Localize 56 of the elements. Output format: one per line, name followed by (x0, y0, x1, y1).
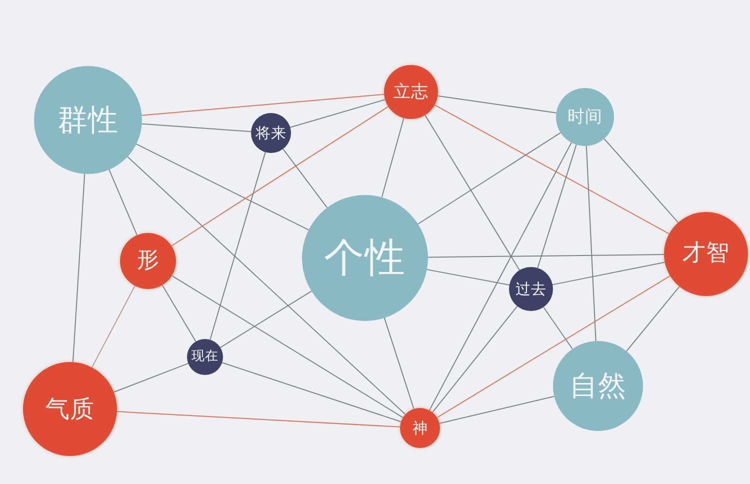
node-label: 时间 (568, 108, 602, 126)
node-label: 将来 (256, 124, 286, 142)
connector-line (171, 275, 404, 418)
connector-line (141, 123, 252, 132)
connector-line (162, 284, 196, 342)
node-label: 神 (412, 420, 428, 436)
connector-line (220, 290, 312, 348)
topic-circle (400, 408, 440, 448)
node-label: 立志 (394, 82, 428, 102)
connector-line (384, 317, 414, 410)
node-label: 自然 (569, 370, 627, 402)
connector-line (116, 411, 401, 428)
connector-line (537, 144, 577, 268)
connector-line (438, 396, 555, 424)
node-label: 现在 (192, 350, 218, 364)
connector-line (108, 169, 138, 236)
topic-circle (556, 88, 614, 146)
connector-line (437, 95, 557, 114)
node-label: 形 (136, 248, 160, 274)
connector-line (141, 94, 385, 116)
connector-line (282, 148, 328, 208)
topic-circle (120, 233, 176, 289)
topic-circle (664, 212, 748, 296)
connector-line (91, 285, 136, 368)
topic-circle (23, 362, 117, 456)
connector-line (381, 118, 404, 198)
connector-line (626, 286, 680, 352)
connector-line (424, 114, 520, 271)
connector-line (434, 104, 670, 234)
connector-line (210, 152, 266, 340)
topic-circle (509, 267, 553, 311)
connector-line (604, 138, 679, 224)
topic-circle (251, 113, 291, 153)
connector-line (222, 362, 402, 422)
node-label: 过去 (516, 280, 546, 298)
topic-circle (384, 65, 438, 119)
node-label: 个性 (324, 236, 406, 280)
node-label: 才智 (682, 241, 730, 267)
connector-line (136, 144, 310, 230)
topic-circle (187, 339, 223, 375)
node-label: 气质 (46, 396, 94, 422)
connector-line (428, 142, 572, 411)
connector-line (586, 145, 596, 342)
connector-line (432, 306, 518, 413)
connector-line (171, 106, 389, 246)
connector-line (543, 306, 573, 350)
connector-line (290, 99, 386, 128)
node-label: 群性 (57, 104, 119, 136)
connector-line (418, 132, 562, 224)
connector-line (426, 269, 510, 286)
connector-line (552, 262, 666, 286)
connector-line (127, 156, 406, 415)
connector-line (113, 362, 189, 393)
connector-line (72, 173, 86, 363)
connector-line (436, 275, 671, 418)
connector-line (428, 254, 664, 258)
